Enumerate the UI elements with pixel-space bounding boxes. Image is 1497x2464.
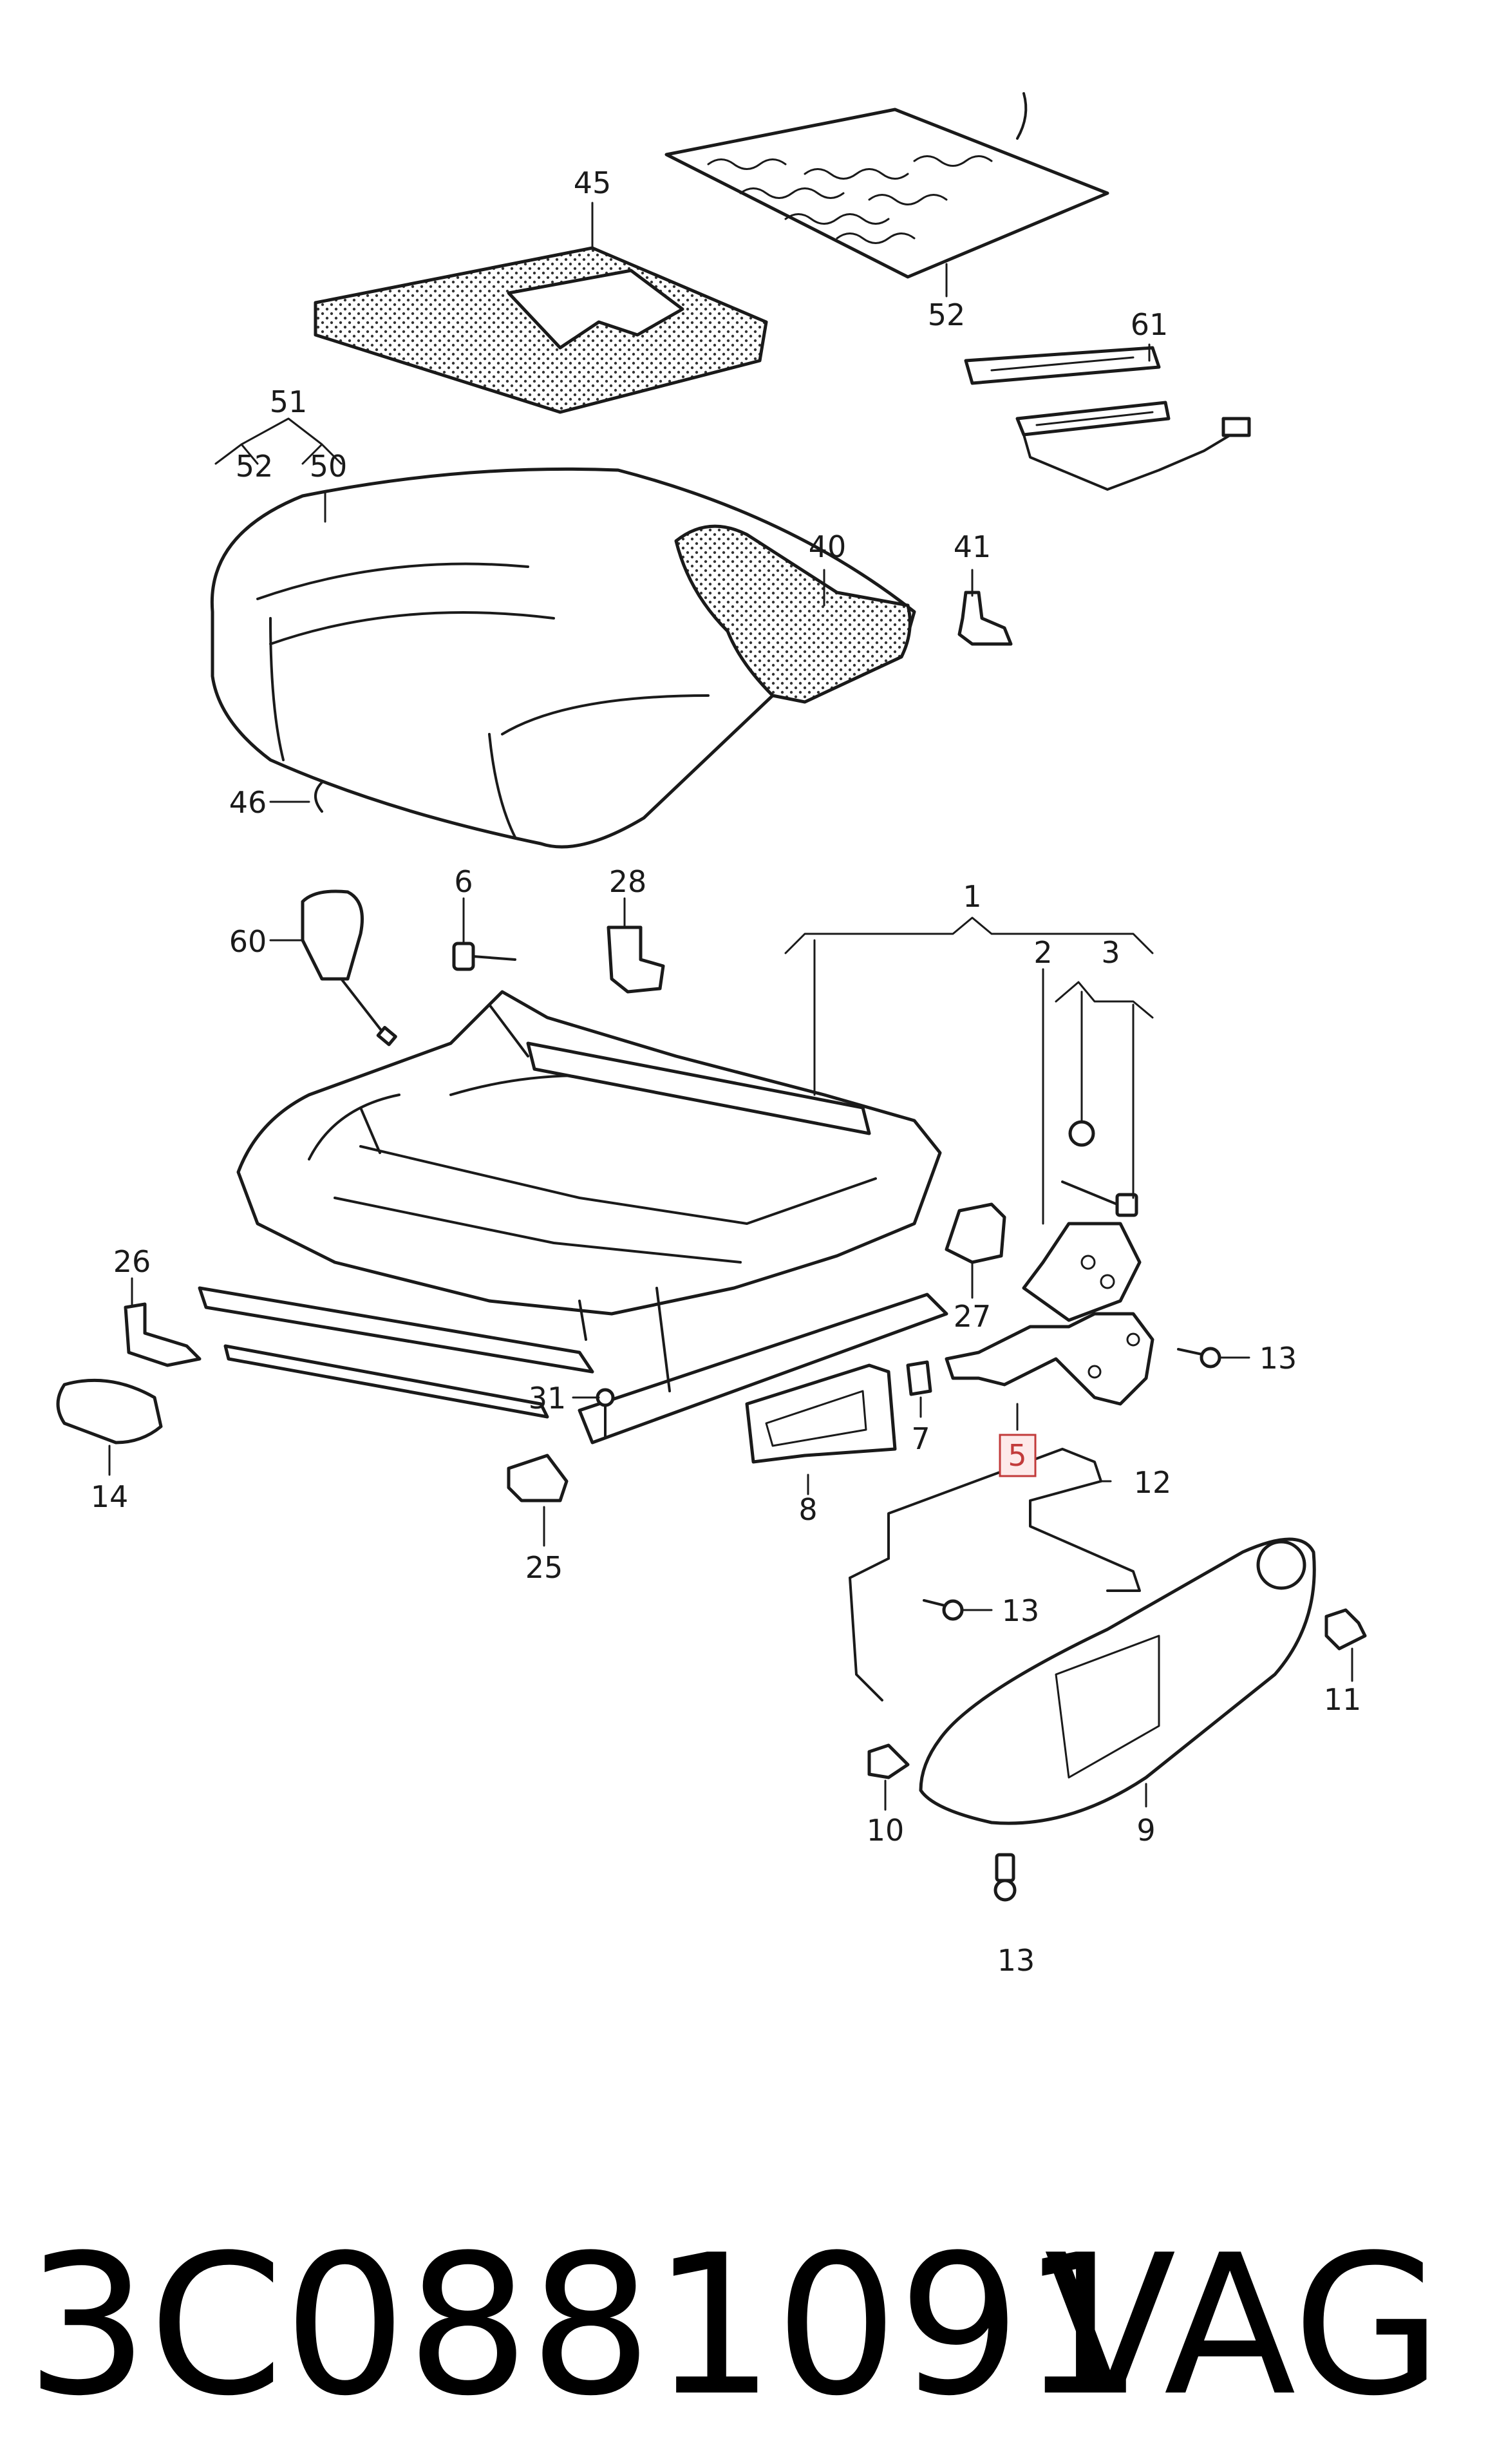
side-trim-panel-part: [919, 1537, 1316, 1825]
label-13-middle: 13: [1002, 1593, 1040, 1628]
seat-rails-part: [198, 1286, 948, 1445]
label-2: 2: [1033, 935, 1052, 970]
wire-frame-part-12: [849, 1448, 1141, 1701]
label-11: 11: [1324, 1682, 1362, 1717]
label-51: 51: [270, 384, 308, 419]
bracket-part-28: [607, 925, 665, 994]
label-31: 31: [529, 1381, 567, 1416]
label-50: 50: [310, 449, 348, 484]
bolt-part-13-lower: [993, 1853, 1017, 1902]
bolt-part-13-middle: [923, 1599, 964, 1621]
label-13-lower: 13: [997, 1943, 1035, 1978]
label-10: 10: [867, 1813, 905, 1848]
recliner-mechanism-part: [1022, 1222, 1142, 1322]
label-13-upper: 13: [1259, 1341, 1297, 1376]
label-52: 52: [236, 449, 274, 484]
trim-cover-part-8: [745, 1363, 897, 1464]
bolt-part-6: [452, 942, 516, 971]
seat-foam-pad-part: [314, 246, 768, 414]
part-labels: 45 52 61 51 52 50 40 41 46 28 6 60 1 2 3…: [91, 166, 1362, 1978]
label-1: 1: [963, 879, 981, 914]
label-8: 8: [798, 1492, 817, 1527]
heating-mat-part: [664, 92, 1109, 279]
clip-part-25: [507, 1454, 569, 1502]
bracket-part-26: [124, 1302, 202, 1367]
label-45: 45: [574, 166, 612, 200]
bracket-part-5: [945, 1312, 1154, 1406]
clip-part-41: [957, 591, 1013, 646]
part-number: 3C0881091: [26, 2213, 1144, 2438]
clip-part-10: [867, 1743, 910, 1779]
clip-part-7: [906, 1360, 932, 1396]
label-9: 9: [1136, 1813, 1155, 1848]
label-14: 14: [91, 1479, 129, 1514]
label-3: 3: [1101, 935, 1120, 970]
brand-name: VAG: [1044, 2213, 1442, 2438]
label-60: 60: [229, 924, 267, 959]
label-46: 46: [229, 785, 267, 820]
label-6: 6: [454, 864, 473, 899]
label-40: 40: [809, 529, 847, 564]
label-5-highlight-box: [999, 1434, 1037, 1477]
label-52-top: 52: [928, 298, 966, 332]
label-27: 27: [954, 1299, 992, 1334]
label-41: 41: [954, 529, 992, 564]
bracket-part-27: [945, 1202, 1006, 1264]
seat-cushion-part: [210, 467, 916, 849]
label-12: 12: [1134, 1465, 1172, 1500]
label-28: 28: [609, 864, 647, 899]
leader-lines: [108, 202, 1353, 1811]
clip-part-11: [1324, 1608, 1367, 1651]
bolt-part-13-upper: [1177, 1347, 1221, 1369]
lever-handle-part: [56, 1378, 163, 1445]
seat-frame-part: [236, 990, 942, 1316]
occupancy-sensor-part: [964, 346, 1251, 491]
label-25: 25: [525, 1550, 563, 1585]
hog-ring-part: [314, 781, 323, 813]
label-5: 5: [1008, 1438, 1026, 1473]
label-26: 26: [113, 1244, 151, 1279]
nut-and-bolt-part-3: [1061, 1120, 1138, 1217]
label-7: 7: [911, 1421, 930, 1456]
seat-belt-buckle-part: [301, 889, 397, 1047]
label-61: 61: [1131, 307, 1169, 342]
